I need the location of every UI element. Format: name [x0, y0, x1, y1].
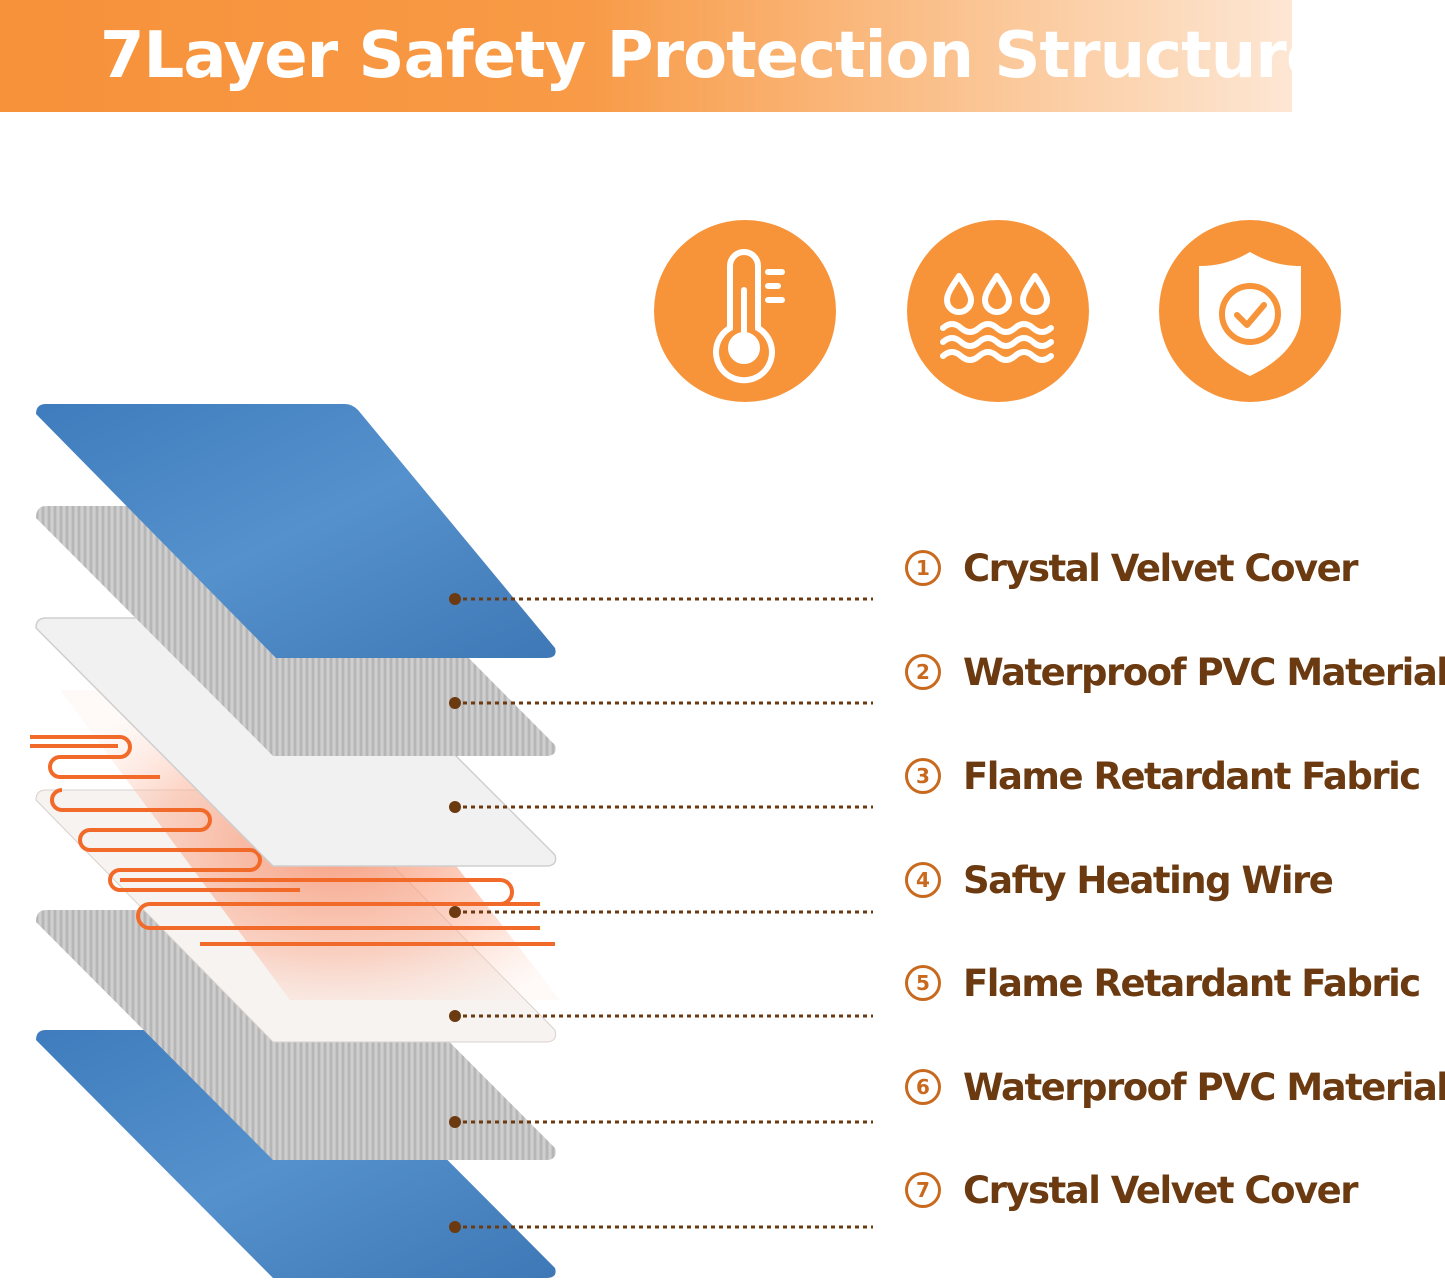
layer-label-text: Flame Retardant Fabric — [963, 961, 1421, 1005]
layer-stack-illustration — [30, 404, 873, 1278]
layer-label-text: Crystal Velvet Cover — [963, 1168, 1358, 1212]
layer-1-sheet — [36, 404, 556, 658]
layer-label-6: 6 Waterproof PVC Material — [905, 1057, 1445, 1117]
layer-label-4: 4 Safty Heating Wire — [905, 850, 1334, 910]
layer-number-badge: 6 — [905, 1069, 941, 1105]
leader-lines — [449, 593, 873, 1233]
shield-check-icon — [1159, 220, 1341, 402]
layer-label-text: Crystal Velvet Cover — [963, 546, 1358, 590]
layer-number-badge: 4 — [905, 862, 941, 898]
layer-number-badge: 3 — [905, 758, 941, 794]
layer-number-badge: 5 — [905, 965, 941, 1001]
water-drops-waves-icon — [907, 220, 1089, 402]
heating-wire — [30, 735, 555, 946]
page-title: 7Layer Safety Protection Structure — [100, 19, 1329, 93]
layer-label-7: 7 Crystal Velvet Cover — [905, 1160, 1358, 1220]
layer-label-3: 3 Flame Retardant Fabric — [905, 746, 1421, 806]
layer-label-text: Safty Heating Wire — [963, 858, 1334, 902]
layer-label-text: Flame Retardant Fabric — [963, 754, 1421, 798]
layer-number-badge: 7 — [905, 1172, 941, 1208]
layer-label-2: 2 Waterproof PVC Material — [905, 642, 1445, 702]
thermometer-icon — [654, 220, 836, 402]
layer-label-1: 1 Crystal Velvet Cover — [905, 538, 1358, 598]
layer-label-5: 5 Flame Retardant Fabric — [905, 953, 1421, 1013]
layer-label-text: Waterproof PVC Material — [963, 650, 1445, 694]
title-banner: 7Layer Safety Protection Structure — [0, 0, 1329, 112]
layer-label-text: Waterproof PVC Material — [963, 1065, 1445, 1109]
layer-number-badge: 2 — [905, 654, 941, 690]
layer-number-badge: 1 — [905, 550, 941, 586]
